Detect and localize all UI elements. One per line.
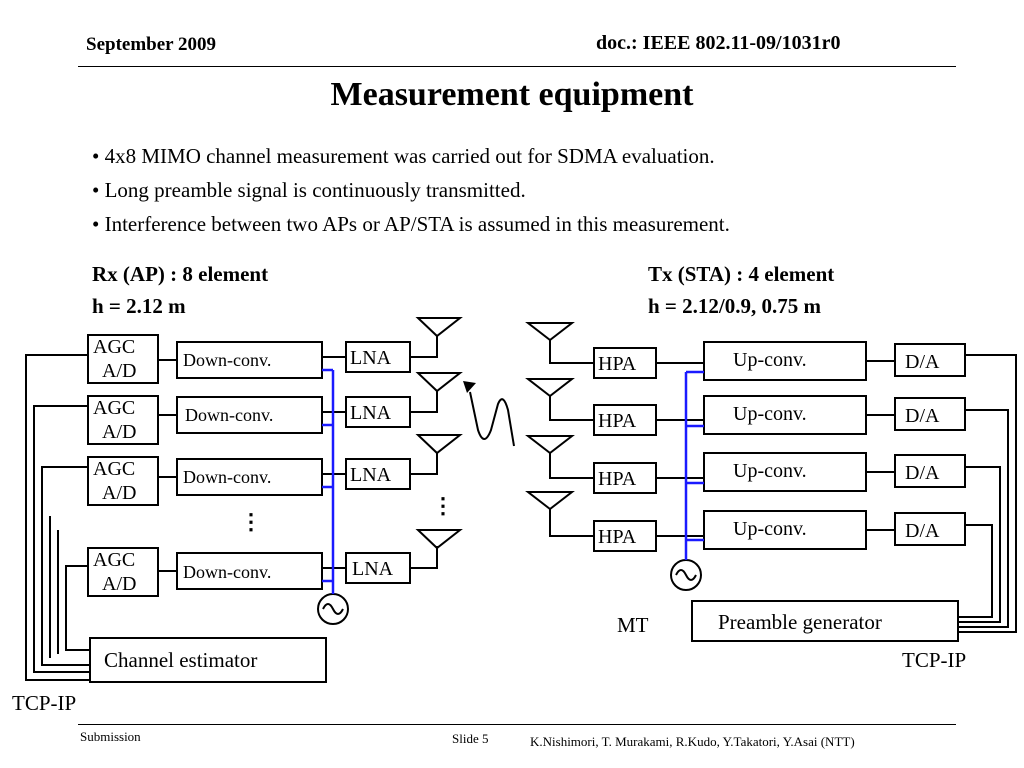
- rx-antenna-1: [415, 317, 463, 338]
- agc-label-2: AGC: [93, 397, 135, 419]
- header-doc-id: doc.: IEEE 802.11-09/1031r0: [596, 32, 841, 54]
- channel-estimator-label: Channel estimator: [104, 648, 257, 672]
- hpa-label-3: HPA: [598, 468, 637, 490]
- da-box-4: [894, 512, 966, 546]
- tx-antenna-2: [525, 378, 575, 398]
- rx-antenna-4: [415, 529, 463, 550]
- rx-spec-line1: Rx (AP) : 8 element: [92, 262, 269, 286]
- preamble-generator-box: [691, 600, 959, 642]
- tx-spec-line2: h = 2.12/0.9, 0.75 m: [648, 294, 821, 318]
- lna-label-4: LNA: [352, 558, 394, 580]
- agc-ad-box-3: [87, 456, 159, 506]
- ad-label-2: A/D: [102, 421, 136, 443]
- da-label-4: D/A: [905, 520, 940, 542]
- antenna-dots-icon: ⋮: [432, 493, 454, 518]
- bullet-1: • 4x8 MIMO channel measurement was carri…: [92, 144, 715, 168]
- down-conv-label-2: Down-conv.: [185, 405, 273, 425]
- footer-slide-number: Slide 5: [452, 731, 489, 746]
- tx-spec-line1: Tx (STA) : 4 element: [648, 262, 835, 286]
- header-rule: [78, 66, 956, 67]
- da-label-3: D/A: [905, 462, 940, 484]
- down-conv-label-4: Down-conv.: [183, 562, 271, 582]
- up-conv-label-4: Up-conv.: [733, 518, 807, 540]
- da-box-2: [894, 397, 966, 431]
- channel-estimator-box: [89, 637, 327, 683]
- da-box-1: [894, 343, 966, 377]
- tcpip-right-label: TCP-IP: [902, 648, 966, 672]
- bullet-2: • Long preamble signal is continuously t…: [92, 178, 526, 202]
- mt-label: MT: [617, 613, 649, 637]
- channel-arrow-icon: [463, 381, 476, 393]
- da-box-3: [894, 454, 966, 488]
- header-date: September 2009: [86, 34, 216, 55]
- rx-antenna-2: [415, 372, 463, 393]
- lna-label-3: LNA: [350, 464, 392, 486]
- agc-label-4: AGC: [93, 549, 135, 571]
- footer-authors: K.Nishimori, T. Murakami, R.Kudo, Y.Taka…: [530, 734, 855, 749]
- agc-label-3: AGC: [93, 458, 135, 480]
- lna-label-2: LNA: [350, 402, 392, 424]
- tx-antenna-4: [525, 491, 575, 511]
- channel-wave: [469, 391, 515, 447]
- tx-antenna-1: [525, 322, 575, 342]
- lna-label-1: LNA: [350, 347, 392, 369]
- hpa-label-1: HPA: [598, 353, 637, 375]
- ad-label-1: A/D: [102, 360, 136, 382]
- down-conv-label-1: Down-conv.: [183, 350, 271, 370]
- lo-lines: [322, 368, 704, 594]
- up-conv-label-2: Up-conv.: [733, 403, 807, 425]
- down-conv-label-3: Down-conv.: [183, 467, 271, 487]
- tcpip-left-label: TCP-IP: [12, 691, 76, 715]
- da-label-1: D/A: [905, 351, 940, 373]
- hpa-label-4: HPA: [598, 526, 637, 548]
- rx-antenna-3: [415, 434, 463, 455]
- preamble-generator-label: Preamble generator: [718, 610, 882, 634]
- hpa-label-2: HPA: [598, 410, 637, 432]
- up-conv-label-3: Up-conv.: [733, 460, 807, 482]
- up-conv-label-1: Up-conv.: [733, 349, 807, 371]
- page-title: Measurement equipment: [330, 76, 694, 113]
- agc-ad-box-2: [87, 395, 159, 445]
- ad-label-4: A/D: [102, 573, 136, 595]
- rx-spec-line2: h = 2.12 m: [92, 294, 186, 318]
- footer-submission: Submission: [80, 729, 141, 744]
- agc-label-1: AGC: [93, 336, 135, 358]
- tx-antenna-3: [525, 435, 575, 455]
- da-label-2: D/A: [905, 405, 940, 427]
- ad-label-3: A/D: [102, 482, 136, 504]
- rx-dots-icon: ⋮: [240, 509, 262, 534]
- bullet-3: • Interference between two APs or AP/STA…: [92, 212, 730, 236]
- footer-rule: [78, 724, 956, 725]
